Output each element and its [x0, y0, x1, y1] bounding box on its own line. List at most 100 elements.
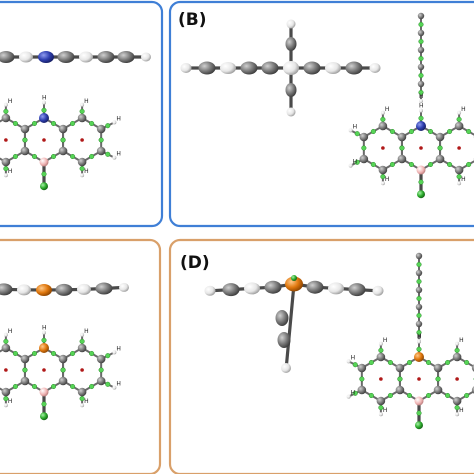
hydrogen-atom: [380, 110, 385, 115]
carbon-atom: [277, 332, 291, 348]
bond-critical-point: [60, 367, 66, 373]
carbon-atom: [378, 165, 388, 175]
carbon-atom: [20, 354, 30, 364]
hydrogen-label: H: [8, 98, 13, 105]
carbon-atom: [435, 132, 445, 142]
bond-critical-point: [408, 161, 415, 168]
bond-critical-point: [89, 350, 95, 357]
ring-critical-point: [4, 138, 8, 142]
bond-critical-point: [98, 367, 104, 373]
carbon-atom: [376, 396, 386, 406]
hydrogen-atom: [455, 341, 460, 346]
bond-critical-point: [416, 346, 422, 352]
bond-critical-point: [50, 383, 57, 390]
hydrogen-atom: [19, 51, 33, 63]
bond-critical-point: [3, 338, 9, 344]
hydrogen-atom: [455, 412, 460, 417]
hydrogen-label: H: [84, 398, 89, 405]
hydrogen-label: H: [351, 354, 356, 361]
hydrogen-atom: [42, 330, 46, 335]
carbon-atom: [0, 51, 15, 63]
bond-critical-point: [370, 128, 376, 135]
panel-c-frame: [0, 238, 162, 474]
hydrogen-label: H: [8, 398, 13, 405]
bond-critical-point: [447, 128, 453, 135]
heteroatom: [414, 352, 424, 362]
bond-critical-point: [387, 392, 393, 399]
bond-critical-point: [361, 145, 367, 151]
hydrogen-atom: [417, 339, 421, 344]
heteroatom: [39, 113, 49, 123]
bond-critical-point: [406, 392, 413, 399]
hydrogen-label: H: [419, 93, 424, 100]
hydrogen-label: H: [353, 159, 358, 166]
hydrogen-atom: [369, 63, 381, 73]
bond-critical-point: [70, 153, 76, 160]
carbon-atom: [417, 63, 425, 71]
carbon-atom: [77, 343, 87, 353]
bond-critical-point: [445, 392, 451, 399]
chlorine-atom: [415, 421, 423, 430]
bond-critical-point: [454, 405, 460, 411]
hydrogen-atom: [3, 403, 8, 408]
bond-critical-point: [456, 174, 462, 180]
bond-critical-point: [427, 161, 434, 168]
bond-critical-point: [454, 347, 460, 353]
hydrogen-atom: [3, 173, 8, 178]
panel-label-d: (D): [180, 253, 210, 273]
hydrogen-atom: [346, 394, 351, 399]
hydrogen-atom: [204, 285, 216, 296]
bond-critical-point: [387, 359, 393, 366]
carbon-atom: [1, 343, 11, 353]
hydrogen-label: H: [353, 123, 358, 130]
carbon-atom: [452, 352, 462, 362]
bond-critical-point: [12, 153, 18, 160]
bond-critical-point: [105, 151, 111, 157]
hydrogen-label: H: [116, 115, 121, 122]
bond-critical-point: [418, 179, 424, 185]
carbon-atom: [345, 61, 363, 75]
bond-critical-point: [31, 153, 38, 160]
hydrogen-atom: [286, 107, 296, 117]
hydrogen-label: H: [8, 168, 13, 175]
bond-critical-point: [3, 166, 9, 172]
bond-critical-point: [378, 405, 384, 411]
bond-critical-point: [408, 128, 415, 135]
carbon-atom: [395, 385, 405, 395]
bond-critical-point: [41, 107, 47, 113]
hydrogen-atom: [17, 284, 31, 296]
bond-critical-point: [425, 359, 432, 366]
hydrogen-atom: [328, 282, 344, 295]
carbon-atom: [415, 286, 423, 294]
hydrogen-label: H: [419, 103, 424, 110]
hydrogen-label: H: [116, 151, 121, 158]
bond-critical-point: [418, 115, 424, 121]
ring-critical-point: [457, 146, 461, 150]
carbon-atom: [77, 113, 87, 123]
ring-critical-point: [379, 377, 383, 381]
carbon-atom: [285, 83, 297, 97]
bond-critical-point: [352, 390, 358, 396]
ring-critical-point: [4, 368, 8, 372]
hydrogen-atom: [325, 62, 341, 74]
bond-critical-point: [418, 21, 424, 28]
bond-critical-point: [418, 38, 424, 45]
heteroatom: [416, 121, 426, 131]
hydrogen-label: H: [461, 176, 466, 183]
carbon-atom: [415, 269, 423, 277]
bond-critical-point: [12, 350, 18, 357]
carbon-atom: [0, 283, 13, 296]
bond-critical-point: [70, 120, 76, 127]
bond-critical-point: [22, 137, 28, 143]
carbon-atom: [285, 37, 297, 51]
bond-critical-point: [464, 392, 470, 399]
carbon-atom: [198, 61, 216, 75]
bond-critical-point: [416, 278, 422, 285]
hydrogen-atom: [80, 173, 85, 178]
ring-critical-point: [417, 377, 421, 381]
bond-critical-point: [79, 396, 85, 402]
bond-critical-point: [416, 295, 422, 302]
carbon-atom: [417, 12, 425, 20]
bond-critical-point: [416, 261, 422, 268]
hydrogen-atom: [457, 110, 462, 115]
